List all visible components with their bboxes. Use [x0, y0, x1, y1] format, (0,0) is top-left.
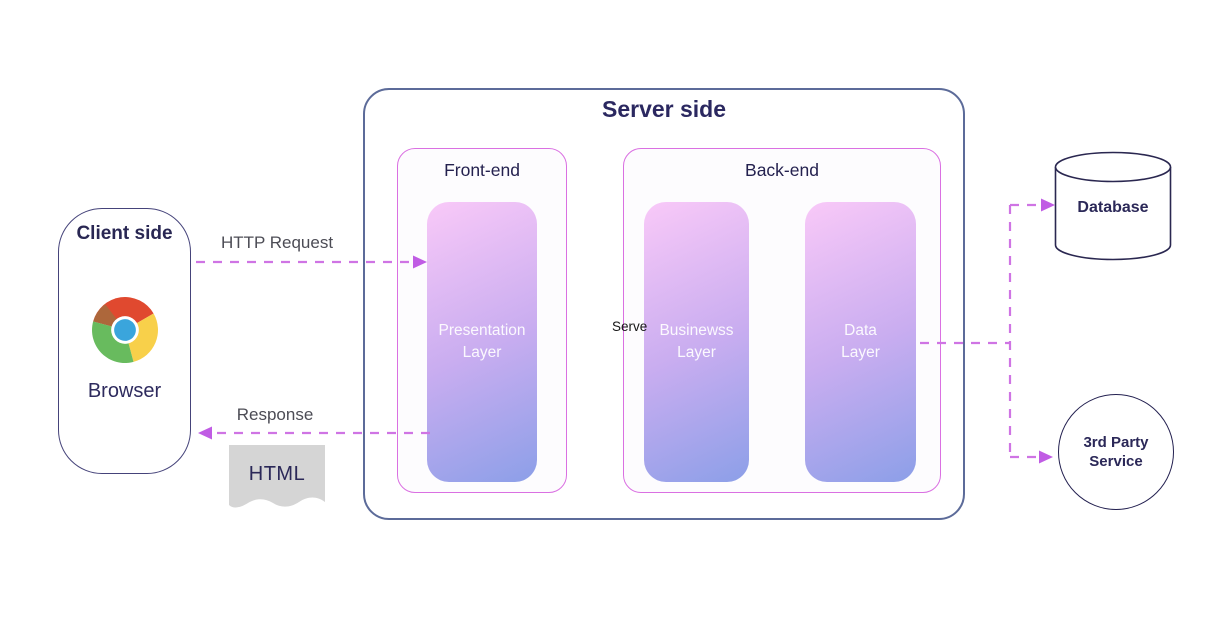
response-arrowhead	[198, 426, 212, 440]
server-side-title: Server side	[601, 96, 727, 122]
front-end-box: Front-end Presentation Layer	[397, 148, 567, 493]
browser-label: Browser	[87, 380, 162, 402]
database-label: Database	[1077, 199, 1149, 216]
client-side-title: Client side	[76, 223, 173, 244]
back-end-title: Back-end	[745, 160, 819, 180]
third-party-arrowhead	[1039, 450, 1053, 464]
response-label: Response	[236, 405, 314, 424]
presentation-layer-label: Presentation Layer	[438, 321, 526, 361]
presentation-layer-pill: Presentation Layer	[427, 202, 537, 482]
html-document-icon	[229, 445, 325, 508]
stray-serve-label: Serve	[612, 319, 648, 334]
business-layer-pill: Businewss Layer	[644, 202, 749, 482]
front-end-title: Front-end	[444, 160, 520, 180]
html-document-shape: HTML	[229, 445, 325, 513]
third-party-service-label: 3rd Party Service	[1083, 433, 1149, 471]
database-node: Database	[1054, 151, 1172, 261]
data-layer-pill: Data Layer	[805, 202, 916, 482]
http-request-label: HTTP Request	[220, 233, 334, 252]
html-doc-label: HTML	[248, 463, 306, 485]
database-arrowhead	[1041, 198, 1055, 212]
chrome-browser-icon	[92, 297, 158, 363]
server-side-box: Server side Front-end Presentation Layer…	[363, 88, 965, 520]
database-cylinder-icon	[1054, 151, 1172, 261]
back-end-box: Back-end Businewss Layer Data Layer	[623, 148, 941, 493]
client-side-box: Client side Browser	[58, 208, 191, 474]
data-layer-label: Data Layer	[841, 321, 880, 361]
third-party-service-node: 3rd Party Service	[1058, 394, 1174, 510]
business-layer-label: Businewss Layer	[659, 321, 734, 361]
